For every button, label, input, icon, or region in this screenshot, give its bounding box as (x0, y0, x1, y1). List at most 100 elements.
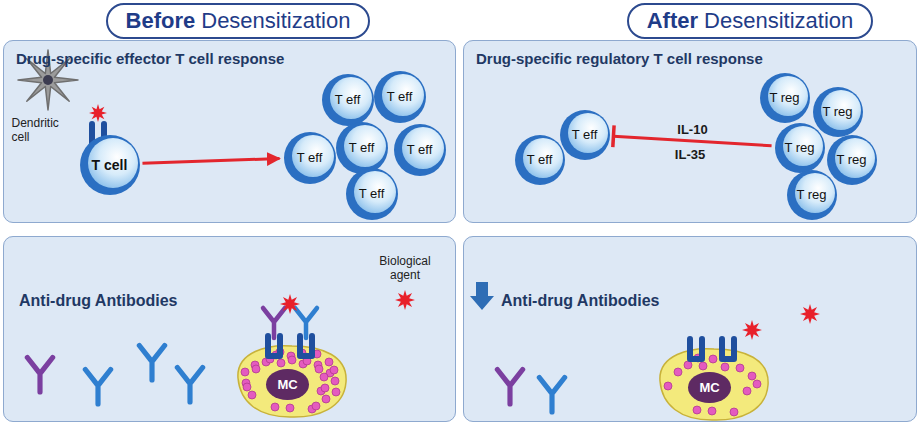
cell-membrane (284, 132, 336, 184)
effector-t-cell: T eff (515, 135, 565, 185)
node-text: Before (126, 7, 196, 35)
cell-cytoplasm (568, 113, 608, 153)
cell-membrane (760, 73, 810, 123)
antibody-igg (497, 370, 522, 405)
cytokine-label: IL-35 (675, 147, 705, 162)
effector-t-cell: T eff (394, 124, 446, 176)
node-text: T reg (836, 152, 866, 167)
node-text: T reg (784, 140, 814, 155)
granule (736, 364, 744, 372)
panel: Anti-drug AntibodiesMC (463, 236, 917, 422)
connector-line (613, 136, 771, 146)
granule (748, 372, 756, 380)
granule (721, 363, 729, 371)
antibody-ige (139, 346, 164, 381)
cell-membrane (80, 135, 140, 195)
node-text: T cell (92, 157, 128, 173)
mast-cell-body (660, 349, 768, 420)
granules (664, 354, 761, 416)
node-text: T eff (349, 140, 375, 155)
arrow-connector (142, 159, 279, 164)
cell-cytoplasm (344, 125, 386, 167)
node-text: T reg (822, 104, 852, 119)
node-text: Desensitization (704, 7, 853, 35)
bound-antibody (295, 308, 317, 338)
panel-heading: Anti-drug Antibodies (501, 291, 660, 310)
cell-membrane (827, 135, 877, 185)
antibody-ige (539, 378, 564, 413)
cell-membrane (346, 168, 398, 220)
cell-cytoplasm (795, 173, 835, 213)
granule (693, 406, 701, 414)
panel-fill (463, 40, 917, 223)
cell-cytoplasm (382, 74, 424, 116)
node-text: MC (699, 380, 719, 395)
edge-label: IL-10 (677, 122, 707, 137)
regulatory-t-cell: T reg (827, 135, 877, 185)
node-text: T eff (297, 150, 323, 165)
granule (708, 407, 716, 415)
cell-cytoplasm (292, 135, 334, 177)
granule (271, 403, 279, 411)
panel-heading: Drug-specific effector T cell response (16, 50, 284, 68)
cell-label: Dendritic cell (12, 116, 76, 145)
granule (277, 359, 285, 367)
agent-label: Biological agent (372, 254, 438, 283)
node-text: After (647, 7, 698, 35)
mast-cell-nucleus: MC (688, 372, 730, 403)
cell-membrane (787, 170, 837, 220)
granule (243, 383, 251, 391)
panel-heading: Anti-drug Antibodies (19, 291, 178, 310)
granule (332, 388, 340, 396)
panel-fill (3, 40, 456, 223)
decrease-arrow (470, 282, 494, 310)
cell-membrane (322, 74, 374, 126)
granules (241, 348, 340, 413)
granule (743, 387, 751, 395)
cell-membrane (374, 71, 426, 123)
granule (699, 362, 707, 370)
inhibition-bar (613, 125, 614, 147)
bound-antibody (263, 308, 285, 338)
antibody-ige (177, 368, 202, 403)
granule (315, 365, 323, 373)
granule (286, 404, 294, 412)
cell-cytoplasm (354, 171, 396, 213)
cell-membrane (813, 87, 863, 137)
effector-t-cell: T eff (336, 122, 388, 174)
granule (322, 395, 330, 403)
node-text: T eff (572, 127, 598, 142)
dendritic-cell-nucleus (43, 75, 53, 85)
granule (674, 368, 682, 376)
regulatory-t-cell: T reg (760, 73, 810, 123)
cell-cytoplasm (835, 138, 875, 178)
granule (730, 408, 738, 416)
granule (331, 377, 339, 385)
cell-cytoplasm (821, 90, 861, 130)
granule (753, 380, 761, 388)
panel: Drug-specific effector T cell responseDe… (3, 40, 456, 223)
panel-fill (463, 236, 917, 422)
node-text: T reg (769, 90, 799, 105)
cell-membrane (775, 123, 825, 173)
cell-cytoplasm (88, 138, 138, 188)
granule (241, 368, 249, 376)
antibody-igg (27, 358, 52, 393)
node-text: T eff (527, 152, 553, 167)
granule (684, 361, 692, 369)
biological-agent (800, 304, 820, 324)
granule (709, 355, 717, 363)
cell-membrane (560, 110, 610, 160)
regulatory-t-cell: T reg (787, 170, 837, 220)
biological-agent (280, 294, 300, 314)
effector-t-cell: T eff (374, 71, 426, 123)
biological-agent-key (395, 290, 415, 310)
mast-cell-nucleus: MC (266, 369, 308, 400)
panel-heading: Drug-specific regulatory T cell response (476, 50, 763, 68)
stage-title-pill: BeforeDesensitization (106, 3, 371, 39)
regulatory-t-cell: T reg (775, 123, 825, 173)
mast-cell-body (238, 346, 346, 417)
granule (288, 356, 296, 364)
cell-membrane (394, 124, 446, 176)
